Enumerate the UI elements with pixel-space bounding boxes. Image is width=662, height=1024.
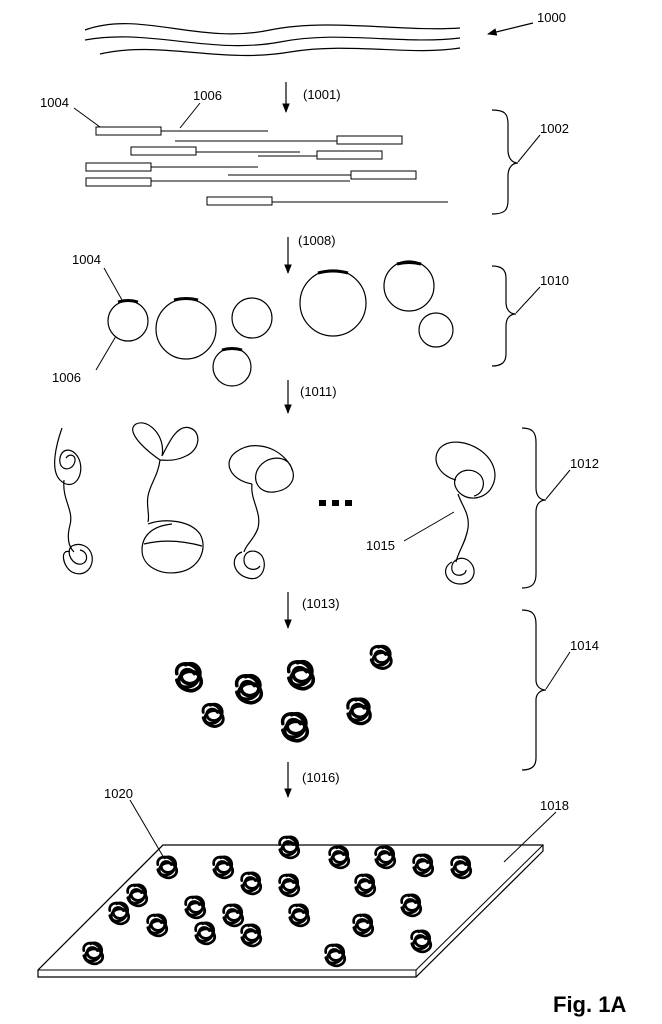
label-1002: 1002 xyxy=(540,121,569,136)
label-1004-mid: 1004 xyxy=(72,252,101,267)
leader-1006-mid xyxy=(96,336,116,370)
brace-1014 xyxy=(522,610,546,770)
dna-balls-1014 xyxy=(177,646,392,740)
label-1015: 1015 xyxy=(366,538,395,553)
leader-1020 xyxy=(130,800,164,858)
label-step-1011: (1011) xyxy=(300,384,337,399)
arrow-1000 xyxy=(488,23,533,34)
brace-1012 xyxy=(522,428,546,588)
label-1012: 1012 xyxy=(570,456,599,471)
leader-1012 xyxy=(546,470,570,499)
leader-1006-top xyxy=(180,103,200,128)
label-1004-top: 1004 xyxy=(40,95,69,110)
leader-1014 xyxy=(546,652,570,689)
label-1010: 1010 xyxy=(540,273,569,288)
label-1006-top: 1006 xyxy=(193,88,222,103)
label-1018: 1018 xyxy=(540,798,569,813)
label-1000: 1000 xyxy=(537,10,566,25)
brace-1002 xyxy=(492,110,518,214)
brace-1010 xyxy=(492,266,516,366)
leader-1015 xyxy=(404,512,454,541)
figure-label: Fig. 1A xyxy=(553,992,626,1017)
label-1006-mid: 1006 xyxy=(52,370,81,385)
circles-1010 xyxy=(108,261,453,386)
leader-1010 xyxy=(516,287,540,313)
fragments-1002 xyxy=(86,127,448,205)
leader-1002 xyxy=(518,135,540,162)
label-1014: 1014 xyxy=(570,638,599,653)
long-strands-1000 xyxy=(85,24,460,56)
label-step-1013: (1013) xyxy=(302,596,340,611)
ellipsis-dots xyxy=(319,500,352,506)
label-step-1008: (1008) xyxy=(298,233,336,248)
label-step-1016: (1016) xyxy=(302,770,340,785)
concatemers-1012 xyxy=(55,423,495,584)
leader-1004-mid xyxy=(104,268,122,300)
label-1020: 1020 xyxy=(104,786,133,801)
label-step-1001: (1001) xyxy=(303,87,341,102)
leader-1004-top xyxy=(74,108,100,127)
